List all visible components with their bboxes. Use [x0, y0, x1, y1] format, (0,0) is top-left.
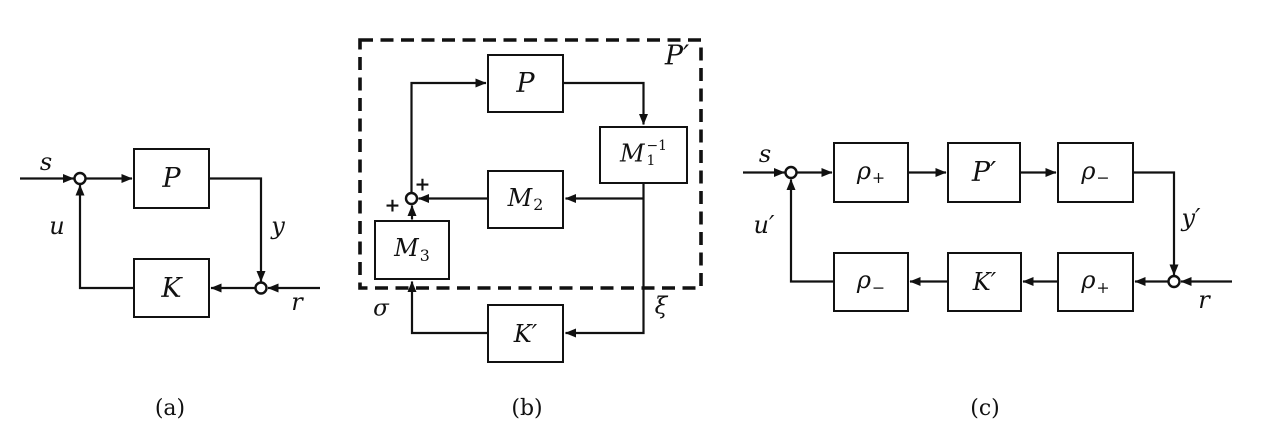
- signal-label-y-prime: y′: [1181, 204, 1201, 232]
- block-label: ρ−: [1081, 156, 1110, 188]
- wire-b-sum-to-P: [410, 78, 487, 193]
- signal-label-r: r: [291, 288, 303, 316]
- signal-label-u-prime: u′: [753, 211, 775, 239]
- block-label: M2: [507, 183, 544, 215]
- block-label: P′: [971, 157, 997, 188]
- block-plant-P-inner: P: [487, 54, 564, 113]
- block-P-prime: P′: [947, 142, 1021, 203]
- sum-plus-sign-left: +: [384, 194, 401, 217]
- block-label: M3: [394, 234, 430, 265]
- block-label: K′: [972, 268, 997, 296]
- block-M2: M2: [487, 170, 564, 229]
- wire-a-P-to-sum2: [210, 177, 266, 282]
- caption-c: (c): [970, 396, 1000, 421]
- signal-label-s: s: [39, 148, 53, 176]
- block-rho-plus-bottom: ρ+: [1057, 252, 1134, 312]
- block-plant-P: P: [133, 148, 210, 209]
- block-M3: M3: [374, 220, 450, 280]
- wire-c-feedback-to-sum1: [786, 179, 833, 283]
- signal-label-sigma: σ: [373, 295, 389, 322]
- block-label: ρ+: [856, 156, 886, 188]
- signal-label-y: y: [271, 212, 285, 240]
- block-label: K: [161, 272, 182, 304]
- sum-junction-b: [404, 191, 419, 206]
- signal-label-r-c: r: [1198, 286, 1210, 314]
- block-controller-K-prime: K′: [487, 304, 564, 363]
- wire-b-P-to-M1inv: [564, 81, 648, 125]
- dashed-box-label-P-prime: P′: [664, 40, 690, 72]
- sum-junction-c-left: [784, 165, 798, 180]
- sum-plus-sign-top: +: [414, 173, 431, 196]
- sum-junction-a-right: [254, 281, 268, 295]
- block-label: P: [516, 68, 535, 99]
- wire-b-Kprime-to-M3: [407, 281, 487, 335]
- caption-b: (b): [511, 396, 543, 421]
- block-rho-plus-top: ρ+: [833, 142, 909, 203]
- signal-label-xi: ξ: [654, 293, 668, 320]
- block-label: P: [162, 163, 181, 194]
- block-rho-minus-top: ρ−: [1057, 142, 1134, 203]
- dashed-box-P-prime: [358, 38, 703, 290]
- wire-b-M1inv-to-Kprime: [565, 184, 645, 338]
- block-label: K′: [513, 319, 538, 348]
- block-controller-K: K: [133, 258, 210, 318]
- block-rho-minus-bottom: ρ−: [833, 252, 909, 312]
- block-label: ρ+: [1081, 266, 1110, 297]
- signal-label-u: u: [49, 212, 65, 240]
- signal-label-s-c: s: [758, 140, 772, 168]
- block-K-prime: K′: [947, 252, 1022, 312]
- sum-junction-c-right: [1167, 274, 1181, 289]
- wire-a-K-to-sum1: [75, 184, 133, 290]
- block-label: ρ−: [856, 266, 886, 297]
- caption-a: (a): [154, 396, 186, 421]
- sum-junction-a-left: [73, 171, 87, 186]
- wire-c-rhominus-to-sum2: [1134, 171, 1179, 276]
